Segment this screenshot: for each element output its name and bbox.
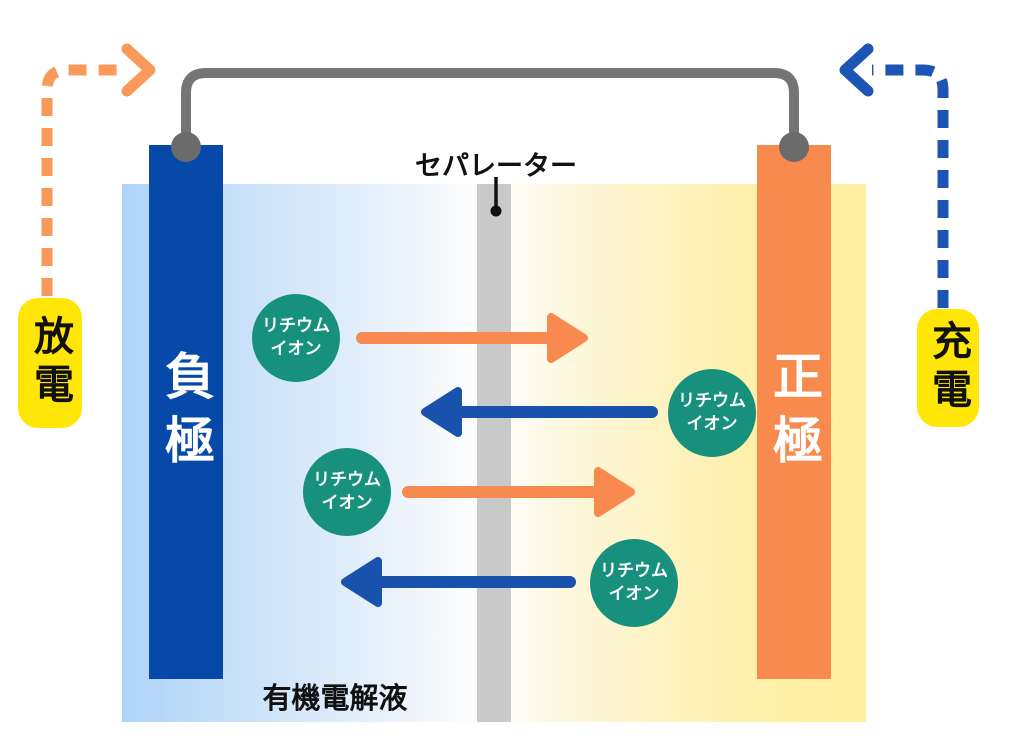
lithium-ion-label-line2: イオン xyxy=(321,493,373,512)
lithium-ion-label-line1: リチウム xyxy=(313,470,381,490)
discharge-badge: 放電 xyxy=(18,298,82,428)
positive-electrode-label: 正極 xyxy=(766,350,822,478)
circuit-wire xyxy=(181,68,799,150)
discharge-arrowhead-icon xyxy=(121,43,156,97)
lithium-ion-circle-2: リチウム イオン xyxy=(668,369,756,457)
electrolyte-caption: 有機電解液 xyxy=(262,683,408,715)
lithium-ion-circle-4: リチウム イオン xyxy=(590,539,678,627)
negative-electrode-label: 負極 xyxy=(158,350,214,478)
negative-electrode: 負極 xyxy=(149,145,223,679)
lithium-ion-circle-1: リチウム イオン xyxy=(252,294,340,382)
charge-badge: 充電 xyxy=(917,309,979,427)
lithium-ion-label-line2: イオン xyxy=(270,339,322,358)
lithium-ion-label-line1: リチウム xyxy=(600,561,668,581)
separator-caption: セパレーター xyxy=(415,151,577,181)
positive-electrode: 正極 xyxy=(757,145,831,679)
separator-bar xyxy=(477,184,511,722)
lithium-ion-label-line2: イオン xyxy=(686,414,738,433)
discharge-badge-label: 放電 xyxy=(28,315,72,411)
lithium-ion-circle-3: リチウム イオン xyxy=(303,448,391,536)
charge-arrowhead-icon xyxy=(839,43,874,97)
charge-dashed-line xyxy=(872,64,949,308)
charge-badge-label: 充電 xyxy=(926,320,970,416)
lithium-ion-label-line1: リチウム xyxy=(262,316,330,336)
lithium-ion-label-line1: リチウム xyxy=(678,391,746,411)
lithium-ion-label-line2: イオン xyxy=(608,584,660,603)
discharge-dashed-line xyxy=(41,64,122,296)
